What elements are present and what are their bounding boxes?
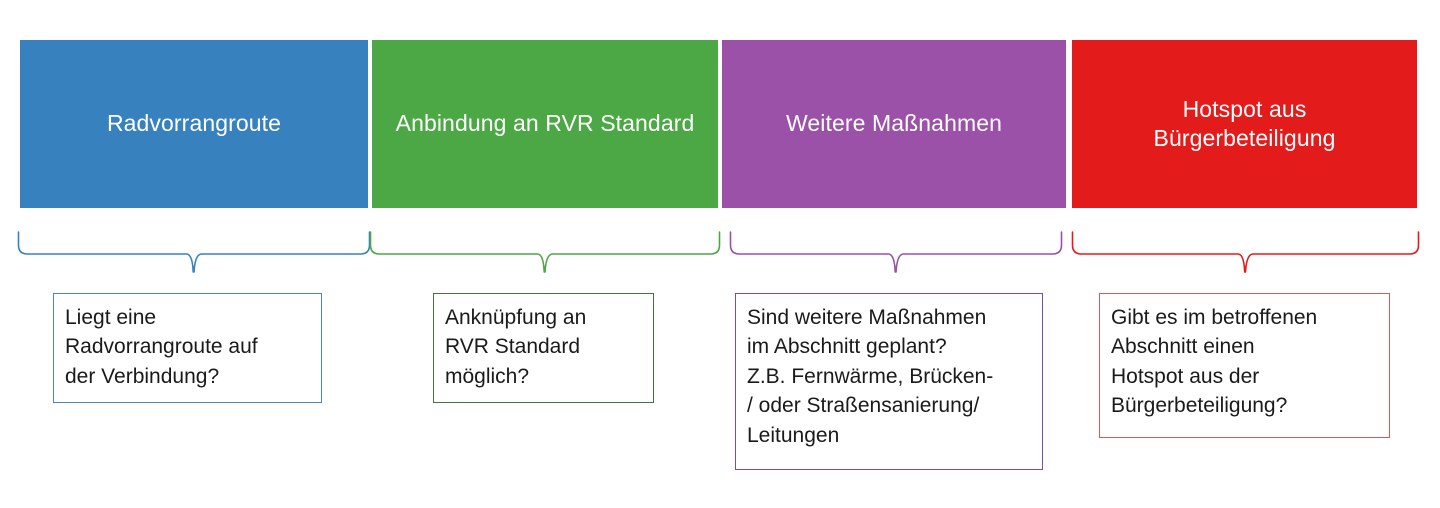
header-bar-label: Anbindung an RVR Standard <box>395 110 695 137</box>
header-bar-weitere-massnahmen[interactable]: Weitere Maßnahmen <box>722 40 1066 208</box>
question-box-hotspot-buergerbeteiligung[interactable]: Gibt es im betroffenen Abschnitt einen H… <box>1099 293 1390 438</box>
brace-connector-hotspot-buergerbeteiligung <box>1071 230 1420 274</box>
question-box-radvorrangroute[interactable]: Liegt eine Radvorrangroute auf der Verbi… <box>53 293 322 403</box>
header-bar-label: Radvorrangroute <box>106 110 282 137</box>
header-bar-label: Weitere Maßnahmen <box>785 110 1003 137</box>
header-bar-radvorrangroute[interactable]: Radvorrangroute <box>20 40 368 208</box>
header-bar-label: Hotspot aus Bürgerbeteiligung <box>1153 95 1336 151</box>
header-bar-hotspot-buergerbeteiligung[interactable]: Hotspot aus Bürgerbeteiligung <box>1072 40 1417 208</box>
question-text: Liegt eine Radvorrangroute auf der Verbi… <box>65 306 258 388</box>
brace-connector-radvorrangroute <box>17 230 371 274</box>
question-text: Anknüpfung an RVR Standard möglich? <box>445 306 587 388</box>
brace-connector-weitere-massnahmen <box>729 230 1063 274</box>
brace-connector-anbindung-rvr-standard <box>369 230 721 274</box>
header-bar-anbindung-rvr-standard[interactable]: Anbindung an RVR Standard <box>372 40 718 208</box>
question-text: Sind weitere Maßnahmen im Abschnitt gepl… <box>747 306 994 447</box>
question-box-anbindung-rvr-standard[interactable]: Anknüpfung an RVR Standard möglich? <box>433 293 654 403</box>
question-text: Gibt es im betroffenen Abschnitt einen H… <box>1111 306 1318 418</box>
question-box-weitere-massnahmen[interactable]: Sind weitere Maßnahmen im Abschnitt gepl… <box>735 293 1043 470</box>
